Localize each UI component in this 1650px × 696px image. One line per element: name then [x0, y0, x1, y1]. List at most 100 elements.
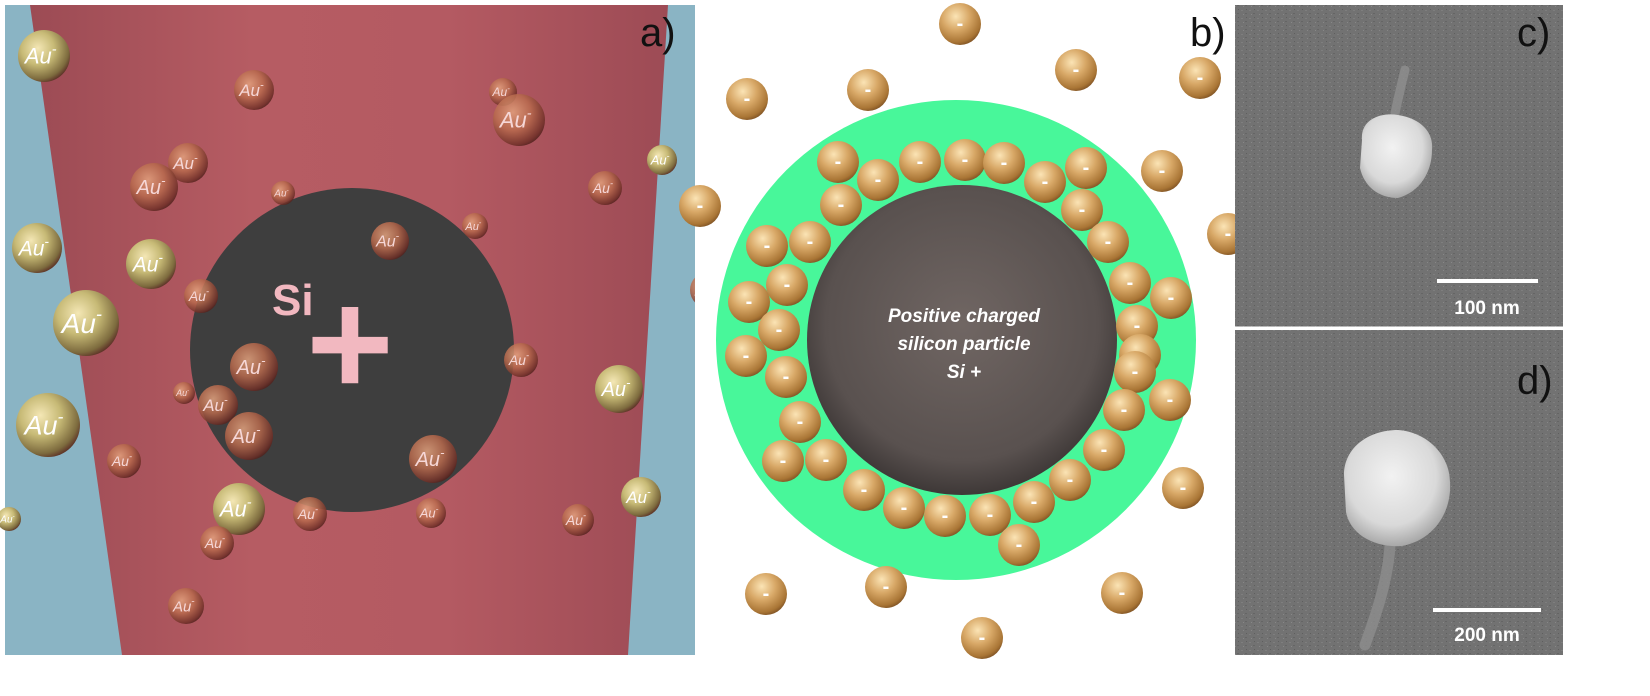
gold-nanoparticle-b — [789, 221, 831, 263]
gold-nanoparticle-b — [1065, 147, 1107, 189]
gold-nanoparticle-a — [107, 444, 141, 478]
gold-nanoparticle-label: Au- — [204, 534, 225, 551]
gold-nanoparticle-a — [271, 181, 295, 205]
gold-nanoparticle-label: Au- — [0, 513, 16, 526]
gold-nanoparticle-b — [762, 440, 804, 482]
gold-nanoparticle-b — [1141, 150, 1183, 192]
negative-sign: - — [823, 449, 830, 471]
panel-label-b: b) — [1190, 11, 1226, 55]
gold-nanoparticle-b — [883, 487, 925, 529]
gold-nanoparticle-a — [130, 163, 178, 211]
gold-nanoparticle-b — [1024, 161, 1066, 203]
gold-nanoparticle-label: Au- — [172, 597, 195, 616]
gold-nanoparticle-a — [168, 588, 204, 624]
gold-nanoparticle-b — [1109, 262, 1151, 304]
gold-nanoparticle-b — [969, 494, 1011, 536]
negative-sign: - — [962, 149, 969, 171]
gold-nanoparticle-a — [53, 290, 119, 356]
negative-sign: - — [1073, 59, 1080, 81]
negative-sign: - — [1119, 582, 1126, 604]
panel-label-c: c) — [1517, 11, 1550, 55]
panel-label-a: a) — [640, 11, 676, 55]
gold-nanoparticle-label: Au- — [172, 152, 198, 173]
gold-nanoparticle-label: Au- — [188, 287, 209, 304]
gold-nanoparticle-label: Au- — [60, 304, 102, 339]
negative-sign: - — [1121, 399, 1128, 421]
gold-nanoparticle-a — [173, 382, 195, 404]
gold-nanoparticle-b — [899, 141, 941, 183]
scale-text-c: 100 nm — [1454, 298, 1519, 319]
negative-sign: - — [1042, 171, 1049, 193]
negative-sign: - — [1001, 152, 1008, 174]
gold-nanoparticle-label: Au- — [111, 452, 132, 469]
panel-d: 200 nm d) — [1235, 330, 1563, 655]
gold-nanoparticle-b — [983, 142, 1025, 184]
gold-nanoparticle-label: Au- — [508, 351, 529, 368]
negative-sign: - — [865, 79, 872, 101]
gold-nanoparticle-label: Au- — [565, 511, 586, 528]
gold-nanoparticle-b — [924, 495, 966, 537]
core-text-line3: Si + — [947, 362, 981, 383]
sem-trail-d — [1359, 539, 1396, 651]
gold-nanoparticle-a — [198, 385, 238, 425]
gold-nanoparticle-b — [765, 356, 807, 398]
gold-nanoparticle-a — [234, 70, 274, 110]
gold-nanoparticle-label: Au- — [175, 388, 189, 398]
negative-sign: - — [1083, 157, 1090, 179]
sem-particle-d — [1344, 430, 1451, 547]
negative-sign: - — [807, 231, 814, 253]
gold-nanoparticle-label: Au- — [419, 504, 439, 521]
gold-nanoparticle-b — [1101, 572, 1143, 614]
gold-nanoparticle-a — [409, 435, 457, 483]
negative-sign: - — [835, 151, 842, 173]
negative-sign: - — [942, 505, 949, 527]
gold-nanoparticles-a: Au- Au- Au- Au- Au- Au- Au- Au- Au- Au- Au- Au- Au- A… — [0, 30, 726, 624]
si-label: Si — [272, 276, 314, 325]
negative-sign: - — [1167, 389, 1174, 411]
gold-nanoparticle-label: Au- — [464, 219, 481, 233]
gold-nanoparticle-a — [462, 213, 488, 239]
sem-particle-c — [1360, 114, 1433, 198]
gold-nanoparticle-b — [1061, 189, 1103, 231]
negative-sign: - — [780, 450, 787, 472]
core-text-line2: silicon particle — [897, 334, 1030, 355]
gold-nanoparticle-a — [213, 483, 265, 535]
negative-sign: - — [697, 195, 704, 217]
gold-nanoparticle-b — [1103, 389, 1145, 431]
gold-nanoparticle-label: Au- — [375, 231, 400, 250]
negative-sign: - — [1132, 361, 1139, 383]
gold-nanoparticle-label: Au- — [23, 406, 64, 440]
negative-sign: - — [883, 576, 890, 598]
gold-nanoparticle-label: Au- — [498, 106, 532, 133]
gold-nanoparticle-b — [944, 139, 986, 181]
negative-sign: - — [1134, 315, 1141, 337]
negative-sign: - — [764, 235, 771, 257]
negative-sign: - — [1159, 160, 1166, 182]
negative-sign: - — [783, 366, 790, 388]
gold-nanoparticle-b — [745, 573, 787, 615]
gold-nanoparticle-a — [184, 279, 218, 313]
gold-nanoparticle-a — [126, 239, 176, 289]
gold-nanoparticle-a — [225, 412, 273, 460]
negative-sign: - — [901, 497, 908, 519]
gold-nanoparticle-a — [0, 507, 21, 531]
gold-nanoparticle-b — [1149, 379, 1191, 421]
gold-nanoparticle-b — [728, 281, 770, 323]
gold-nanoparticle-label: Au- — [17, 234, 50, 260]
gold-nanoparticle-a — [18, 30, 70, 82]
negative-sign: - — [1031, 491, 1038, 513]
gold-nanoparticle-b — [1049, 459, 1091, 501]
negative-sign: - — [875, 169, 882, 191]
negative-sign: - — [979, 627, 986, 649]
negative-sign: - — [1016, 534, 1023, 556]
gold-nanoparticle-a — [416, 498, 446, 528]
gold-nanoparticle-label: Au- — [23, 42, 57, 69]
negative-sign: - — [763, 583, 770, 605]
gold-nanoparticle-a — [588, 171, 622, 205]
gold-nanoparticle-a — [493, 94, 545, 146]
gold-nanoparticle-a — [168, 143, 208, 183]
negative-sign: - — [1105, 231, 1112, 253]
panel-label-d: d) — [1517, 359, 1553, 403]
negative-sign: - — [1197, 67, 1204, 89]
